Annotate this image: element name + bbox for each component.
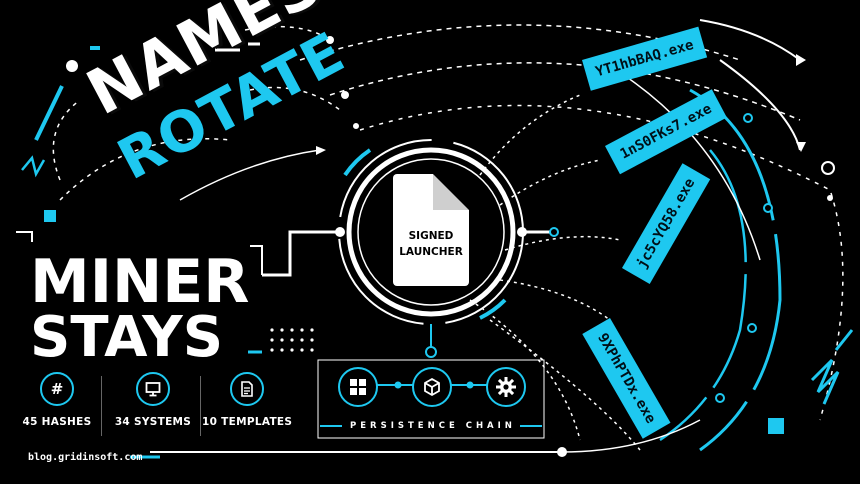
stat-label: 45 HASHES	[22, 416, 92, 428]
document-icon	[230, 372, 264, 406]
signed-launcher-document: SIGNED LAUNCHER	[393, 174, 469, 286]
windows-icon	[338, 367, 378, 407]
stat-label: 10 TEMPLATES	[202, 416, 293, 428]
headline-miner: MINER	[30, 247, 250, 317]
hash-icon: #	[40, 372, 74, 406]
stat-systems: 34 SYSTEMS	[108, 372, 198, 428]
stat-divider	[200, 376, 201, 436]
stat-divider	[101, 376, 102, 436]
launcher-line1: SIGNED	[408, 230, 454, 242]
stat-label: 34 SYSTEMS	[114, 416, 192, 428]
site-url: blog.gridinsoft.com	[28, 452, 143, 463]
stat-templates: 10 TEMPLATES	[202, 372, 292, 428]
launcher-line2: LAUNCHER	[399, 246, 463, 258]
headline-stays: STAYS	[30, 305, 224, 370]
gear-icon	[486, 367, 526, 407]
document-fold-icon	[433, 174, 469, 210]
package-icon	[412, 367, 452, 407]
monitor-icon	[136, 372, 170, 406]
persistence-chain-label: PERSISTENCE CHAIN	[350, 421, 516, 431]
stat-hashes: # 45 HASHES	[12, 372, 102, 428]
